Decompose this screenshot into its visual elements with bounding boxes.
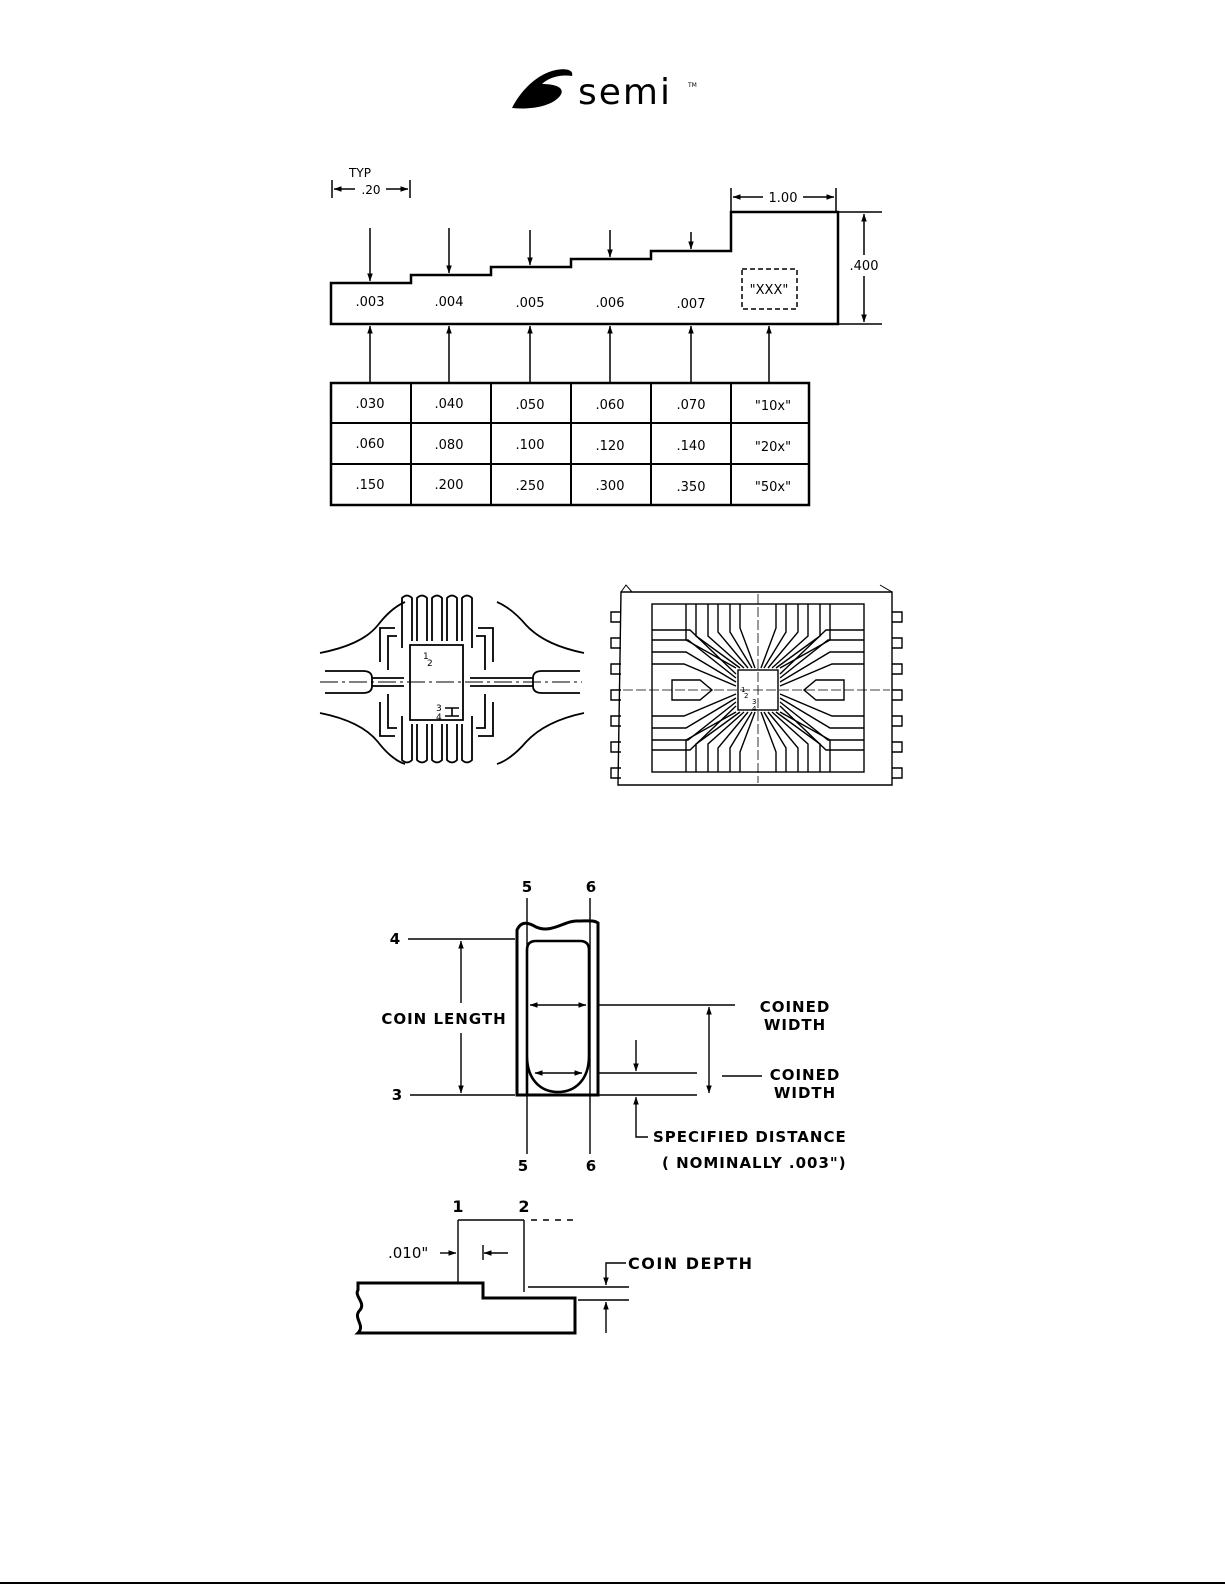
table-cell: .350 bbox=[677, 480, 706, 495]
coined-width-1-line2: WIDTH bbox=[764, 1016, 826, 1034]
edge-label-5-top: 5 bbox=[522, 878, 532, 896]
step-gauge-outline bbox=[331, 212, 838, 324]
edge-label-5-bottom: 5 bbox=[518, 1157, 528, 1175]
table-cell: "50x" bbox=[755, 480, 791, 495]
step-label: .003 bbox=[356, 295, 385, 310]
edge-label-6-bottom: 6 bbox=[586, 1157, 596, 1175]
coined-width-2-line1: COINED bbox=[770, 1066, 841, 1084]
lead-mark: 4 bbox=[436, 713, 442, 723]
table-cell: .200 bbox=[435, 478, 464, 493]
specified-distance-label: SPECIFIED DISTANCE bbox=[653, 1128, 847, 1146]
coined-width-2-line2: WIDTH bbox=[774, 1084, 836, 1102]
step-label: .004 bbox=[435, 295, 464, 310]
table-cell: .140 bbox=[677, 439, 706, 454]
ref-label-1: 1 bbox=[452, 1197, 463, 1216]
lead-mark: 4 bbox=[752, 705, 757, 713]
table-cell: .300 bbox=[596, 479, 625, 494]
semi-logo-tm: TM bbox=[687, 82, 697, 89]
step-label: .007 bbox=[677, 297, 706, 312]
figure-coin-depth: 1 2 .010" COIN DEPTH bbox=[357, 1197, 753, 1333]
offset-dimension-label: .010" bbox=[388, 1244, 428, 1262]
table-cell: .120 bbox=[596, 439, 625, 454]
semi-logo-swoosh-icon bbox=[512, 69, 572, 108]
coin-depth-label: COIN DEPTH bbox=[628, 1254, 754, 1273]
table-cell: .030 bbox=[356, 397, 385, 412]
table-cell: .150 bbox=[356, 478, 385, 493]
height-dimension: .400 bbox=[850, 259, 879, 274]
edge-label-4: 4 bbox=[390, 930, 400, 948]
edge-label-6-top: 6 bbox=[586, 878, 596, 896]
xxx-marker-label: "XXX" bbox=[750, 283, 789, 298]
semi-logo: semi TM bbox=[512, 69, 697, 113]
table-cell: .250 bbox=[516, 479, 545, 494]
table-cell: "10x" bbox=[755, 399, 791, 414]
typ-label: TYP bbox=[348, 166, 371, 180]
coined-width-1-line1: COINED bbox=[760, 998, 831, 1016]
figure-coined-lead: 5 6 5 6 4 3 COIN LENGTH bbox=[381, 878, 846, 1175]
table-cell: .060 bbox=[596, 398, 625, 413]
typ-value: .20 bbox=[361, 183, 380, 197]
table-cell: .080 bbox=[435, 438, 464, 453]
lead-mark: 2 bbox=[744, 692, 748, 700]
lead-mark: 2 bbox=[427, 659, 433, 669]
step-label: .006 bbox=[596, 296, 625, 311]
ref-label-2: 2 bbox=[518, 1197, 529, 1216]
table-cell: .100 bbox=[516, 438, 545, 453]
nominal-distance-label: ( NOMINALLY .003") bbox=[662, 1154, 847, 1172]
semi-logo-text: semi bbox=[578, 72, 672, 113]
magnification-table: .030 .040 .050 .060 .070 "10x" .060 .080… bbox=[331, 383, 809, 505]
step-label: .005 bbox=[516, 296, 545, 311]
table-cell: .070 bbox=[677, 398, 706, 413]
leadframe-right bbox=[611, 585, 902, 785]
edge-label-3: 3 bbox=[392, 1086, 402, 1104]
coin-length-label: COIN LENGTH bbox=[381, 1010, 506, 1028]
table-cell: .050 bbox=[516, 398, 545, 413]
leadframe-left bbox=[320, 596, 584, 765]
leadframe-left-marks: 1 2 3 4 bbox=[423, 652, 442, 723]
table-cell: .040 bbox=[435, 397, 464, 412]
table-cell: "20x" bbox=[755, 440, 791, 455]
width-dimension: 1.00 bbox=[769, 191, 798, 206]
table-cell: .060 bbox=[356, 437, 385, 452]
figure-step-gauge: TYP .20 1.00 .400 .003 .004 .005 .006 .0… bbox=[331, 166, 882, 505]
